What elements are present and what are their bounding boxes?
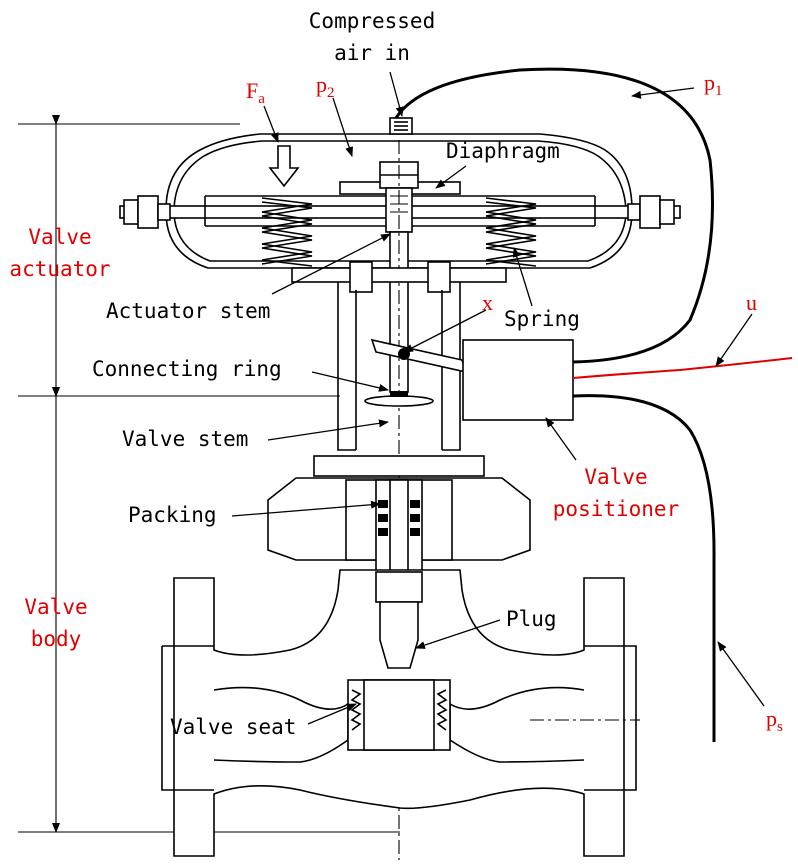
packing-rings — [378, 500, 420, 536]
x-symbol: x — [482, 290, 493, 315]
ps-symbol: ps — [766, 706, 783, 735]
springs — [261, 197, 537, 267]
connecting-ring-label: Connecting ring — [92, 357, 282, 381]
p1-symbol: p1 — [704, 70, 723, 99]
valve-body — [161, 569, 640, 857]
signal-lines — [394, 67, 793, 742]
p2-symbol: p2 — [316, 72, 335, 101]
fa-symbol: Fa — [246, 78, 265, 107]
actuator-stem-label: Actuator stem — [106, 299, 270, 323]
valve-stem-label: Valve stem — [122, 427, 248, 451]
force-arrow — [268, 145, 300, 188]
valve-positioner-label-line2: positioner — [553, 497, 679, 521]
diaphragm-label: Diaphragm — [446, 139, 560, 163]
valve-body-label-line1: Valve — [24, 595, 87, 619]
compressed-air-label-line1: Compressed — [309, 9, 435, 33]
u-symbol: u — [746, 290, 757, 315]
yoke — [291, 261, 507, 477]
leader-lines — [231, 71, 765, 725]
valve-actuator-label-line2: actuator — [9, 257, 110, 281]
valve-seat-label: Valve seat — [170, 715, 296, 739]
packing-label: Packing — [128, 503, 217, 527]
spring-label: Spring — [504, 307, 580, 331]
connecting-ring — [364, 338, 468, 407]
plug-label: Plug — [506, 607, 557, 631]
valve-positioner-label-line1: Valve — [584, 465, 647, 489]
bonnet — [267, 477, 531, 601]
valve-body-label-line2: body — [31, 627, 82, 651]
positioner-box — [462, 339, 574, 421]
valve-actuator-label-line1: Valve — [28, 225, 91, 249]
compressed-air-label-line2: air in — [334, 41, 410, 65]
